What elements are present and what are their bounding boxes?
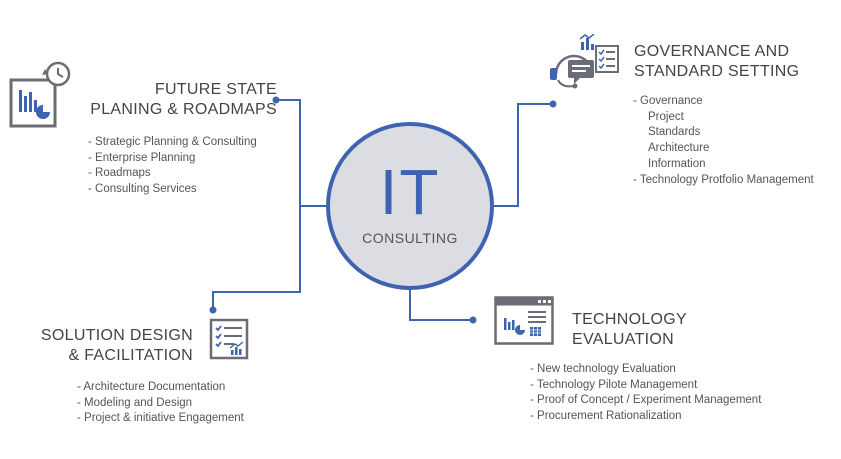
governance-title-line: GOVERNANCE AND — [634, 43, 790, 60]
headset-checklist-icon — [548, 33, 620, 97]
solution-list: - Architecture Documentation - Modeling … — [77, 380, 244, 427]
list-item: - New technology Evaluation — [530, 363, 676, 375]
governance-title-line: STANDARD SETTING — [634, 63, 800, 80]
technology-title: TECHNOLOGY EVALUATION — [572, 310, 687, 350]
list-item: - Consulting Services — [88, 183, 197, 196]
connector-governance — [490, 103, 552, 207]
center-subtitle: CONSULTING — [362, 230, 458, 246]
connector-solution — [212, 205, 330, 310]
technology-title-line: TECHNOLOGY — [572, 311, 688, 328]
solution-title-line: SOLUTION DESIGN — [40, 327, 193, 344]
browser-dashboard-icon — [494, 296, 556, 351]
list-subitem: Information — [648, 157, 706, 170]
future-state-title-line: PLANING & ROADMAPS — [90, 101, 277, 118]
solution-title: SOLUTION DESIGN & FACILITATION — [41, 326, 193, 366]
list-item: - Procurement Rationalization — [530, 410, 682, 423]
future-state-title-line: FUTURE STATE — [154, 81, 277, 98]
checklist-chart-icon — [209, 318, 251, 367]
list-item: - Strategic Planning & Consulting — [88, 136, 257, 148]
list-item: - Proof of Concept / Experiment Manageme… — [530, 394, 762, 407]
governance-list: - Governance Project Standards Architect… — [633, 94, 814, 188]
connector-dot-governance — [549, 100, 557, 108]
future-state-title: FUTURE STATE PLANING & ROADMAPS — [90, 80, 277, 120]
connector-dot-technology — [469, 316, 477, 324]
list-item: - Roadmaps — [88, 167, 151, 180]
technology-title-line: EVALUATION — [572, 331, 674, 348]
connector-future-state — [275, 99, 330, 207]
list-item: - Architecture Documentation — [77, 381, 226, 393]
connector-technology — [409, 290, 472, 321]
list-subitem: Architecture — [648, 142, 710, 155]
connector-dot-solution — [209, 306, 217, 314]
chart-clock-icon — [8, 60, 74, 135]
list-item: - Governance — [633, 95, 703, 107]
solution-title-line: & FACILITATION — [68, 347, 193, 364]
governance-title: GOVERNANCE AND STANDARD SETTING — [634, 42, 799, 82]
technology-list: - New technology Evaluation - Technology… — [530, 362, 761, 425]
list-item: - Enterprise Planning — [88, 151, 196, 164]
center-title: IT — [379, 156, 441, 228]
list-item: - Technology Pilote Management — [530, 378, 698, 391]
list-subitem: Standards — [648, 126, 701, 139]
future-state-list: - Strategic Planning & Consulting - Ente… — [88, 135, 257, 198]
connector-dot-future-state — [272, 96, 280, 104]
center-circle — [326, 122, 494, 290]
list-item: - Technology Protfolio Management — [633, 173, 814, 186]
list-item: - Project & initiative Engagement — [77, 412, 244, 425]
list-item: - Modeling and Design — [77, 396, 193, 409]
list-subitem: Project — [648, 110, 684, 123]
